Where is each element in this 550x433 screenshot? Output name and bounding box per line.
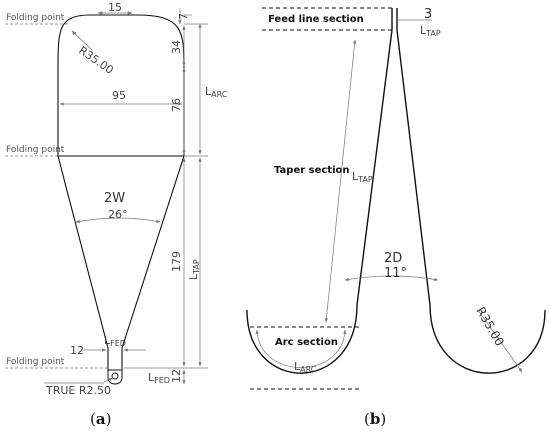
panel-b-taper-left bbox=[356, 29, 393, 306]
panel-a-radius-text: R35.00 bbox=[76, 44, 116, 77]
panel-b-two-d: 2D bbox=[384, 251, 402, 266]
panel-b-taper-label: Taper section bbox=[274, 165, 350, 176]
panel-a-true-radius-text: TRUE R2.50 bbox=[45, 384, 111, 397]
panel-a-dim-twelve-right-text: 12 bbox=[170, 369, 183, 383]
panel-a-l-tap-label: LTAP bbox=[187, 259, 201, 280]
panel-a-dim-seven-text: 7 bbox=[177, 13, 190, 20]
panel-b-l-tap-label: LTAP bbox=[352, 170, 373, 184]
panel-b-l-arc-curve bbox=[255, 329, 347, 368]
panel-a-fold-label-bot: Folding point bbox=[6, 357, 65, 367]
panel-a-two-w: 2W bbox=[104, 191, 125, 206]
panel-b-feed-line-label: Feed line section bbox=[268, 14, 364, 25]
panel-a-dim-twelve-left-text: 12 bbox=[70, 344, 84, 357]
panel-a-radius-leader bbox=[71, 30, 93, 51]
panel-b-radius-leader bbox=[477, 309, 523, 373]
panel-a-true-radius-leader bbox=[103, 377, 114, 383]
panel-a-l-fed-top: LFED bbox=[104, 334, 126, 348]
panel-a-outline bbox=[57, 14, 185, 371]
panel-b-taper-right bbox=[396, 29, 431, 306]
panel-b-caption: (b) bbox=[364, 410, 386, 428]
panel-a-l-fed-bottom: LFED bbox=[148, 371, 170, 385]
panel-b-l-arc-label: LARC bbox=[294, 360, 317, 374]
panel-a-dim-seventy-six-text: 76 bbox=[170, 98, 183, 112]
panel-b-l-tap-small: LTAP bbox=[420, 24, 441, 38]
panel-b-angle-text: 11° bbox=[384, 266, 407, 281]
panel-b-arc-right bbox=[429, 304, 546, 374]
panel-a-dim-ninety-five-text: 95 bbox=[112, 89, 126, 102]
panel-a-angle-arc bbox=[75, 217, 161, 223]
panel-a-angle-text: 26° bbox=[108, 208, 128, 221]
panel-b-angle-arc bbox=[344, 275, 439, 282]
panel-a-l-arc-label: LARC bbox=[205, 85, 228, 99]
panel-b-dim-three: 3 bbox=[424, 7, 432, 22]
panel-b-arc-left bbox=[246, 304, 358, 374]
panel-a-caption: (a) bbox=[90, 410, 111, 428]
panel-a-feed-hole bbox=[111, 372, 119, 380]
panel-a-fold-label-top: Folding point bbox=[6, 13, 65, 23]
panel-b-arc-section-label: Arc section bbox=[275, 337, 338, 348]
panel-a-fold-label-mid: Folding point bbox=[6, 145, 65, 155]
panel-b-radius-text: R35.00 bbox=[473, 305, 506, 349]
panel-b: Feed line section 3 LTAP Arc section LAR… bbox=[246, 7, 546, 428]
panel-b-dim-l-tap bbox=[324, 39, 357, 323]
panel-a-dim-one-seven-nine-text: 179 bbox=[170, 251, 183, 272]
panel-a-dim-top-width-text: 15 bbox=[108, 1, 122, 14]
panel-a-dim-thirty-four-text: 34 bbox=[170, 40, 183, 54]
panel-a: Folding point Folding point Folding poin… bbox=[5, 1, 228, 428]
panel-a-feed-tab bbox=[107, 370, 123, 385]
